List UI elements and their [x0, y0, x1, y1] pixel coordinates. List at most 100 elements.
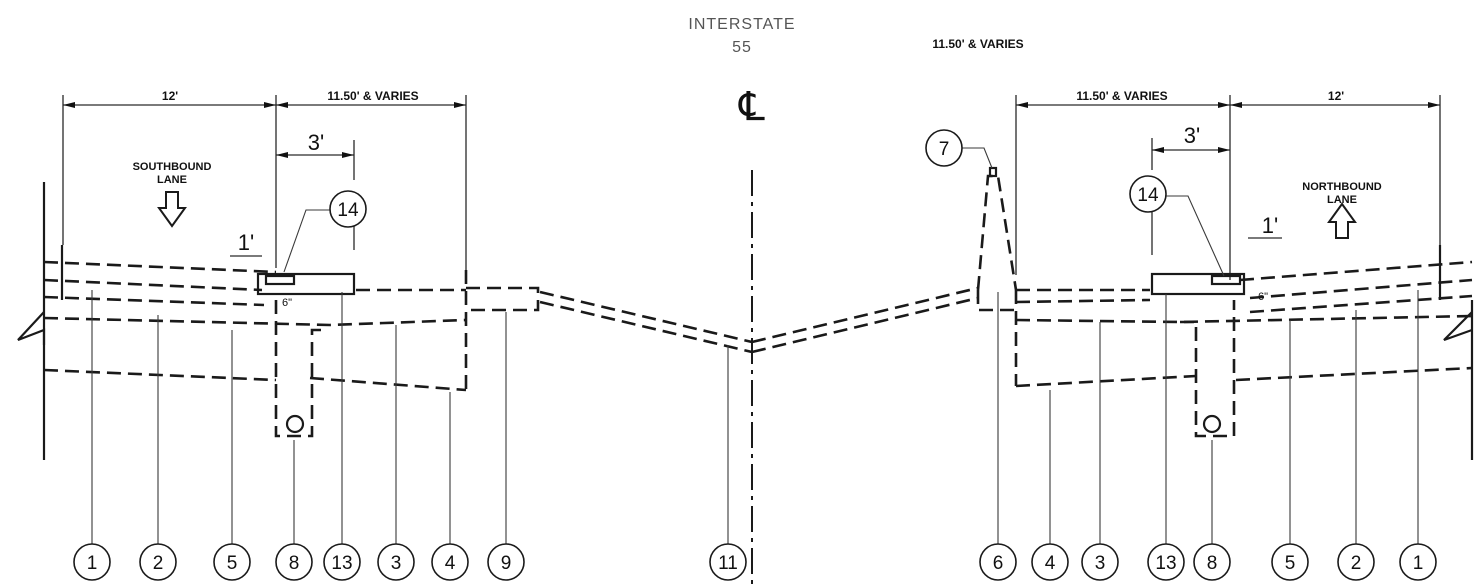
right-lane-width-label: 12' [1328, 89, 1344, 103]
right-6in-label: 6" [1258, 291, 1268, 303]
callout-bubble-center-11 [709, 543, 747, 581]
callout-label-right-6: 6 [993, 553, 1004, 574]
up-arrow-icon [1327, 202, 1357, 239]
right-break-mark [1443, 311, 1473, 342]
callout-label-right-13: 13 [1155, 553, 1176, 574]
right-subbase-line [1015, 314, 1473, 324]
right-shoulder-width-label: 11.50' & VARIES [1076, 89, 1167, 103]
right-base-line-b [1249, 294, 1473, 314]
top-note-label: 11.50' & VARIES [932, 37, 1023, 51]
left-underdrain-trench [274, 300, 326, 438]
left-arrowhead-a [63, 102, 75, 108]
callout-right-7 [925, 129, 963, 167]
left-shoulder-bottom [309, 376, 467, 392]
left-arrowhead-b [264, 102, 276, 108]
right-3ft-arrow-a [1152, 147, 1164, 153]
callout-bubble-right-4 [1031, 543, 1069, 581]
right-median-slope-b [751, 296, 979, 354]
callout-bubble-right-5 [1271, 543, 1309, 581]
right-barrier [976, 174, 1018, 291]
left-3ft-label: 3' [308, 130, 324, 155]
callout-bubble-left-4 [431, 543, 469, 581]
callout-bubble-left-2 [139, 543, 177, 581]
left-arrowhead-d [454, 102, 466, 108]
right-barrier-cap [988, 166, 998, 178]
centerline-symbol: ℄ [738, 84, 765, 130]
left-6in-label: 6" [282, 297, 292, 309]
left-base-line-a [43, 278, 263, 292]
left-1ft-label: 1' [238, 230, 254, 255]
right-shoulder-surface-b [1015, 298, 1151, 304]
leader-right-14 [1166, 195, 1225, 277]
bottom-callouts-left: 1 2 5 8 13 3 4 9 [73, 543, 525, 581]
callout-bubble-right-8 [1193, 543, 1231, 581]
callout-label-right-1: 1 [1413, 553, 1424, 574]
right-3ft-arrow-b [1218, 147, 1230, 153]
right-bottom-line [1235, 366, 1473, 382]
bottom-callouts-center: 11 [709, 543, 747, 581]
callout-label-right-8: 8 [1207, 553, 1218, 574]
callout-label-center-11: 11 [718, 553, 738, 574]
callout-bubble-right-3 [1081, 543, 1119, 581]
right-arrowhead-d [1428, 102, 1440, 108]
callout-label-right-3: 3 [1095, 553, 1106, 574]
left-gutter-slab [256, 272, 356, 296]
right-median-slope-a [751, 286, 979, 344]
leader-right-7 [962, 147, 993, 169]
left-median-slope-a [539, 290, 753, 344]
callout-left-14 [329, 190, 367, 228]
callout-bubble-left-1 [73, 543, 111, 581]
bottom-callouts-right: 6 4 3 13 8 5 2 1 [979, 543, 1437, 581]
callout-bubble-left-3 [377, 543, 415, 581]
callout-right-14 [1129, 175, 1167, 213]
right-3ft-label: 3' [1184, 123, 1200, 148]
right-surface-line [1239, 260, 1473, 282]
left-3ft-arrow-b [342, 152, 354, 158]
northbound-section: 11.50' & VARIES 12' 3' NORTHBOUND LANE 1… [751, 89, 1474, 562]
down-arrow-icon [157, 191, 187, 228]
callout-label-left-1: 1 [87, 553, 98, 574]
right-1ft-label: 1' [1262, 213, 1278, 238]
callout-label-left-3: 3 [391, 553, 402, 574]
callout-bubble-left-5 [213, 543, 251, 581]
northbound-label-line1: NORTHBOUND [1302, 181, 1381, 193]
left-median-slope-b [539, 300, 753, 354]
right-base-line-a [1249, 278, 1473, 300]
callout-bubble-right-2 [1337, 543, 1375, 581]
left-3ft-arrow-a [276, 152, 288, 158]
callout-label-left-5: 5 [227, 553, 238, 574]
left-median-edge [466, 286, 540, 312]
left-subbase-line [43, 316, 467, 327]
callout-label-left-2: 2 [153, 553, 164, 574]
callout-bubble-right-6 [979, 543, 1017, 581]
route-name-label: INTERSTATE [688, 16, 795, 33]
left-lane-width-label: 12' [162, 89, 178, 103]
left-arrowhead-c [276, 102, 288, 108]
callout-bubble-left-13 [323, 543, 361, 581]
right-joint-seal [1210, 274, 1242, 286]
callout-bubble-right-1 [1399, 543, 1437, 581]
left-bottom-line [43, 368, 277, 382]
left-surface-line [43, 260, 277, 274]
callout-bubble-left-9 [487, 543, 525, 581]
callout-label-right-5: 5 [1285, 553, 1296, 574]
right-arrowhead-b [1218, 102, 1230, 108]
right-gutter-slab [1150, 272, 1246, 296]
left-base-line-b [43, 295, 265, 307]
callout-label-right-4: 4 [1045, 553, 1056, 574]
left-shoulder-width-label: 11.50' & VARIES [327, 89, 418, 103]
route-number-label: 55 [732, 39, 752, 56]
callout-left-14-label: 14 [337, 200, 359, 221]
left-underdrain-pipe [285, 414, 305, 434]
southbound-label-line2: LANE [157, 174, 187, 186]
right-underdrain-trench [1180, 300, 1236, 438]
callout-label-left-8: 8 [289, 553, 300, 574]
callout-label-left-4: 4 [445, 553, 456, 574]
callout-label-right-2: 2 [1351, 553, 1362, 574]
callout-label-left-9: 9 [501, 553, 512, 574]
callout-label-left-13: 13 [331, 553, 352, 574]
southbound-label-line1: SOUTHBOUND [133, 161, 212, 173]
right-arrowhead-c [1230, 102, 1242, 108]
callout-bubble-right-13 [1147, 543, 1185, 581]
